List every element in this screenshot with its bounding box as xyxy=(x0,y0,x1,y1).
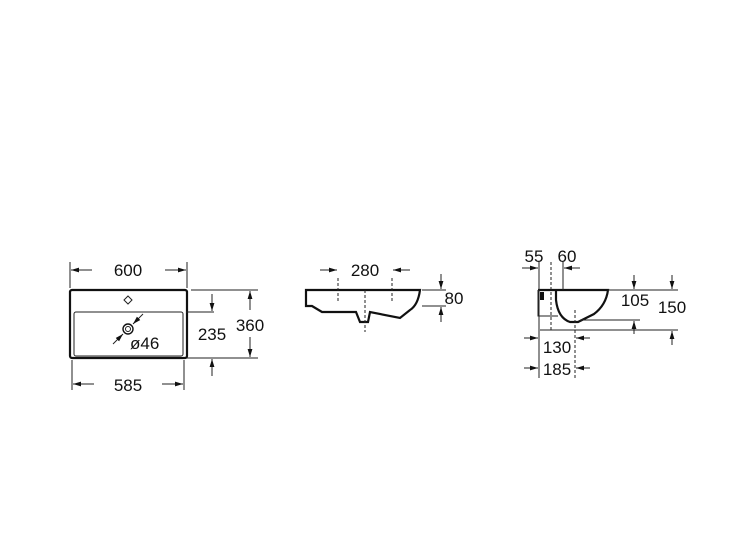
inner-width-dimension: 585 xyxy=(114,376,142,395)
basin-bowl xyxy=(73,311,184,357)
basin-depth-dimension: 235 xyxy=(198,325,226,344)
inner-height-dimension: 105 xyxy=(621,291,649,310)
drain-offset-dimension: 130 xyxy=(543,338,571,357)
basin-outline xyxy=(68,288,189,360)
basin-front-outline xyxy=(304,288,422,324)
offset-a-dimension: 55 xyxy=(525,247,544,266)
total-depth-dimension: 360 xyxy=(236,316,264,335)
hole-spacing-dimension: 280 xyxy=(351,261,379,280)
total-height-dimension: 150 xyxy=(658,298,686,317)
front-view: 280 80 xyxy=(304,261,464,332)
basin-side-outline xyxy=(538,288,610,324)
total-offset-dimension: 185 xyxy=(543,360,571,379)
height-dimension: 80 xyxy=(445,289,464,308)
offset-b-dimension: 60 xyxy=(558,247,577,266)
top-view: ø46 600 585 235 360 xyxy=(68,261,264,395)
drain-icon xyxy=(122,323,134,335)
tap-hole-icon xyxy=(123,295,133,305)
side-view: 55 60 105 150 130 185 xyxy=(522,247,686,379)
drain-diameter-label: ø46 xyxy=(130,334,159,353)
width-dimension: 600 xyxy=(114,261,142,280)
